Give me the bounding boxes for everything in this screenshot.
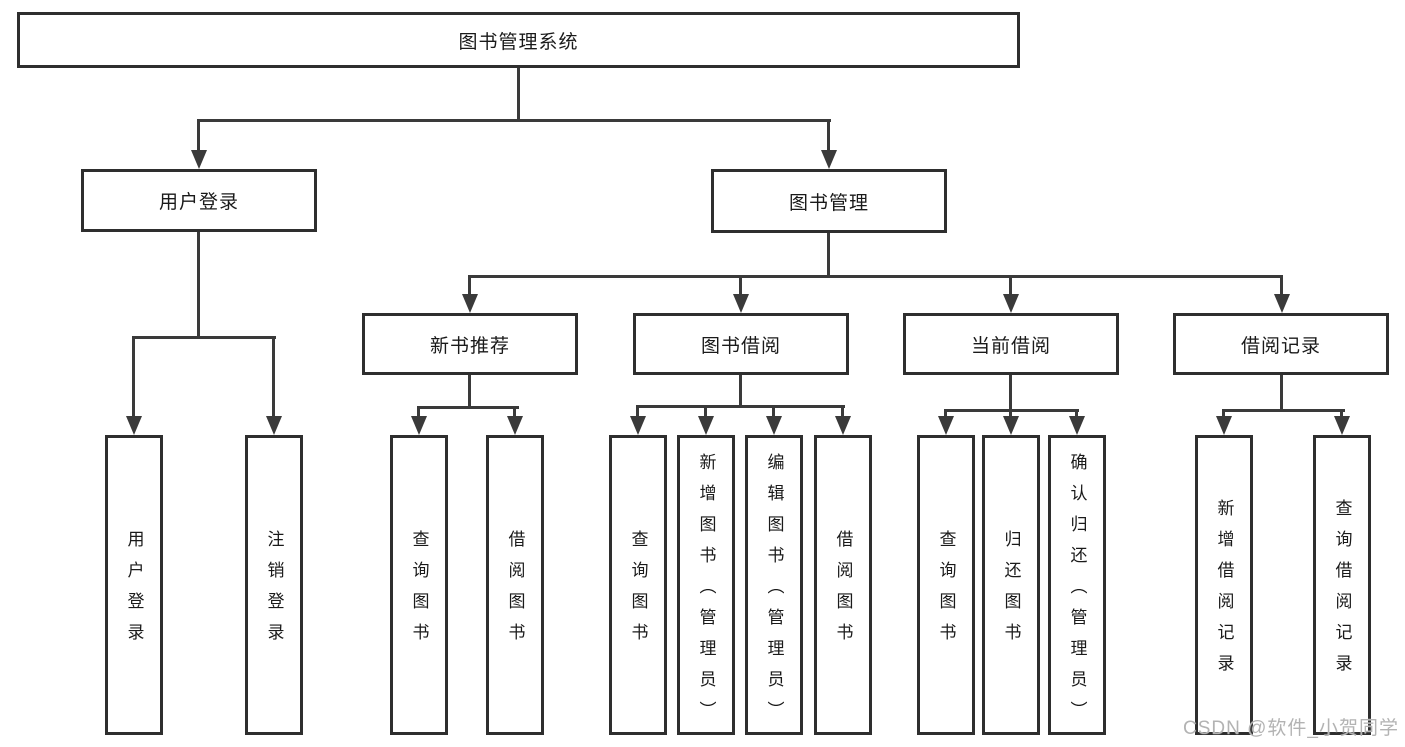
arrow-down-icon [630,416,646,435]
connector-line [1009,409,1012,420]
arrow-down-icon [698,416,714,435]
connector-line [739,375,742,408]
node-user-login: 用户登录 [81,169,317,232]
connector-line [772,405,775,420]
connector-line [468,275,471,299]
node-leaf-add-borrow-record: 新增借阅记录 [1195,435,1253,735]
node-current-borrow-label: 当前借阅 [970,335,1051,357]
node-leaf-return-book-label: 归还图书 [1001,530,1021,654]
arrow-down-icon [1216,416,1232,435]
arrow-down-icon [126,416,142,435]
connector-line [827,233,830,278]
node-leaf-return-book: 归还图书 [982,435,1040,735]
node-user-login-label: 用户登录 [158,192,239,213]
node-leaf-borrow-book-1-label: 借阅图书 [505,530,525,654]
node-leaf-borrow-book-2: 借阅图书 [814,435,872,735]
arrow-down-icon [462,294,478,313]
node-leaf-confirm-return-admin-label: 确认归还（管理员） [1067,452,1087,732]
connector-line [197,232,200,339]
connector-line [944,409,947,420]
node-leaf-add-borrow-record-label: 新增借阅记录 [1214,499,1234,685]
connector-line [1222,409,1225,420]
node-leaf-edit-book-admin-label: 编辑图书（管理员） [764,452,784,732]
arrow-down-icon [1003,294,1019,313]
node-leaf-borrow-book-1: 借阅图书 [486,435,544,735]
connector-line [417,406,519,409]
arrow-down-icon [191,150,207,169]
node-leaf-logout: 注销登录 [245,435,303,735]
node-leaf-query-book-1: 查询图书 [390,435,448,735]
arrow-down-icon [733,294,749,313]
connector-line [132,336,135,420]
connector-line [1280,275,1283,299]
connector-line [739,275,742,299]
node-book-borrow-label: 图书借阅 [700,335,781,357]
connector-line [197,119,831,122]
arrow-down-icon [507,416,523,435]
arrow-down-icon [821,150,837,169]
node-leaf-borrow-book-2-label: 借阅图书 [833,530,853,654]
node-current-borrow: 当前借阅 [903,313,1119,375]
connector-line [468,275,1283,278]
node-leaf-add-book-admin-label: 新增图书（管理员） [696,452,716,732]
node-leaf-confirm-return-admin: 确认归还（管理员） [1048,435,1106,735]
arrow-down-icon [938,416,954,435]
connector-line [1222,409,1345,412]
node-borrow-records-label: 借阅记录 [1240,335,1321,357]
connector-line [636,405,845,408]
node-borrow-records: 借阅记录 [1173,313,1389,375]
connector-line [1009,375,1012,412]
node-new-book-recommend-label: 新书推荐 [429,335,510,357]
node-leaf-add-book-admin: 新增图书（管理员） [677,435,735,735]
arrow-down-icon [411,416,427,435]
node-leaf-query-book-1-label: 查询图书 [409,530,429,654]
csdn-watermark: CSDN @软件_小贺同学 [1183,718,1399,739]
arrow-down-icon [766,416,782,435]
arrow-down-icon [1334,416,1350,435]
node-leaf-user-login: 用户登录 [105,435,163,735]
node-leaf-edit-book-admin: 编辑图书（管理员） [745,435,803,735]
node-leaf-query-book-2: 查询图书 [609,435,667,735]
node-leaf-query-book-3-label: 查询图书 [936,530,956,654]
arrow-down-icon [1069,416,1085,435]
arrow-down-icon [1003,416,1019,435]
connector-line [132,336,276,339]
node-leaf-query-borrow-record-label: 查询借阅记录 [1332,499,1352,685]
connector-line [841,405,844,420]
connector-line [1280,375,1283,412]
connector-line [636,405,639,420]
connector-line [827,119,830,155]
connector-line [1009,275,1012,299]
connector-line [1340,409,1343,420]
connector-line [468,375,471,409]
connector-line [517,68,520,122]
arrow-down-icon [835,416,851,435]
node-leaf-query-book-2-label: 查询图书 [628,530,648,654]
arrow-down-icon [266,416,282,435]
node-book-management-label: 图书管理 [788,192,869,214]
connector-line [513,406,516,420]
node-leaf-query-borrow-record: 查询借阅记录 [1313,435,1371,735]
connector-line [417,406,420,420]
node-new-book-recommend: 新书推荐 [362,313,578,375]
node-book-management: 图书管理 [711,169,947,233]
node-leaf-query-book-3: 查询图书 [917,435,975,735]
connector-line [1075,409,1078,420]
node-root: 图书管理系统 [17,12,1020,68]
connector-line [704,405,707,420]
node-book-borrow: 图书借阅 [633,313,849,375]
connector-line [197,119,200,155]
node-leaf-user-login-label: 用户登录 [124,530,144,654]
node-leaf-logout-label: 注销登录 [264,530,284,654]
arrow-down-icon [1274,294,1290,313]
connector-line [272,336,275,420]
node-root-label: 图书管理系统 [458,31,579,53]
